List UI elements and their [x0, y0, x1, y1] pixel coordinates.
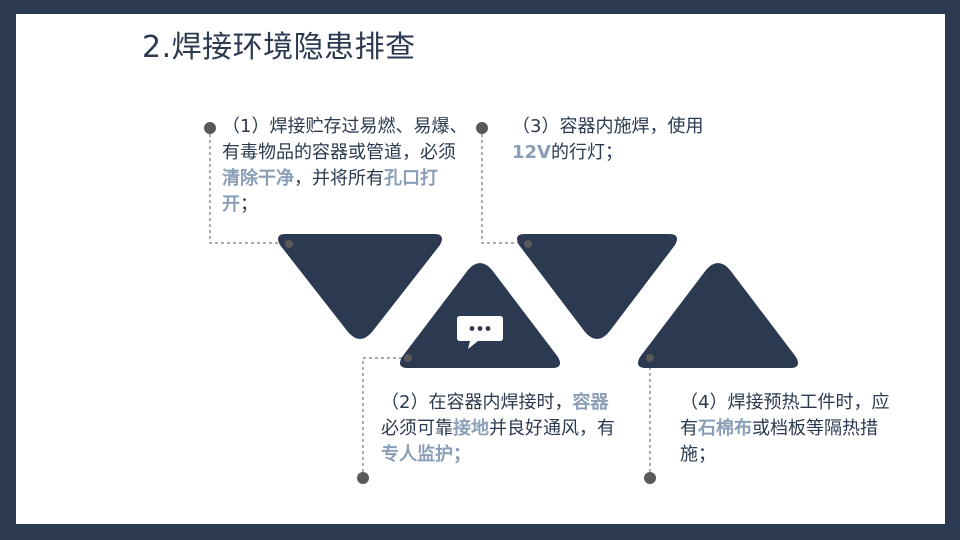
item-text-2: （2）在容器内焊接时，容器必须可靠接地并良好通风，有专人监护； [381, 392, 615, 465]
bullet-dot-1 [204, 122, 216, 134]
slide-title: 2.焊接环境隐患排查 [142, 30, 416, 65]
item-text-1: （1）焊接贮存过易燃、易爆、有毒物品的容器或管道，必须清除干净，并将所有孔口打开… [222, 116, 468, 215]
item-text-4: （4）焊接预热工件时，应有石棉布或档板等隔热措施； [680, 392, 890, 465]
item-text-3: （3）容器内施焊，使用12V的行灯； [512, 116, 704, 163]
bullet-dot-4 [644, 472, 656, 484]
bullet-dot-3 [476, 122, 488, 134]
chat-bubble-icon [457, 316, 503, 349]
bullet-dot-2 [357, 472, 369, 484]
